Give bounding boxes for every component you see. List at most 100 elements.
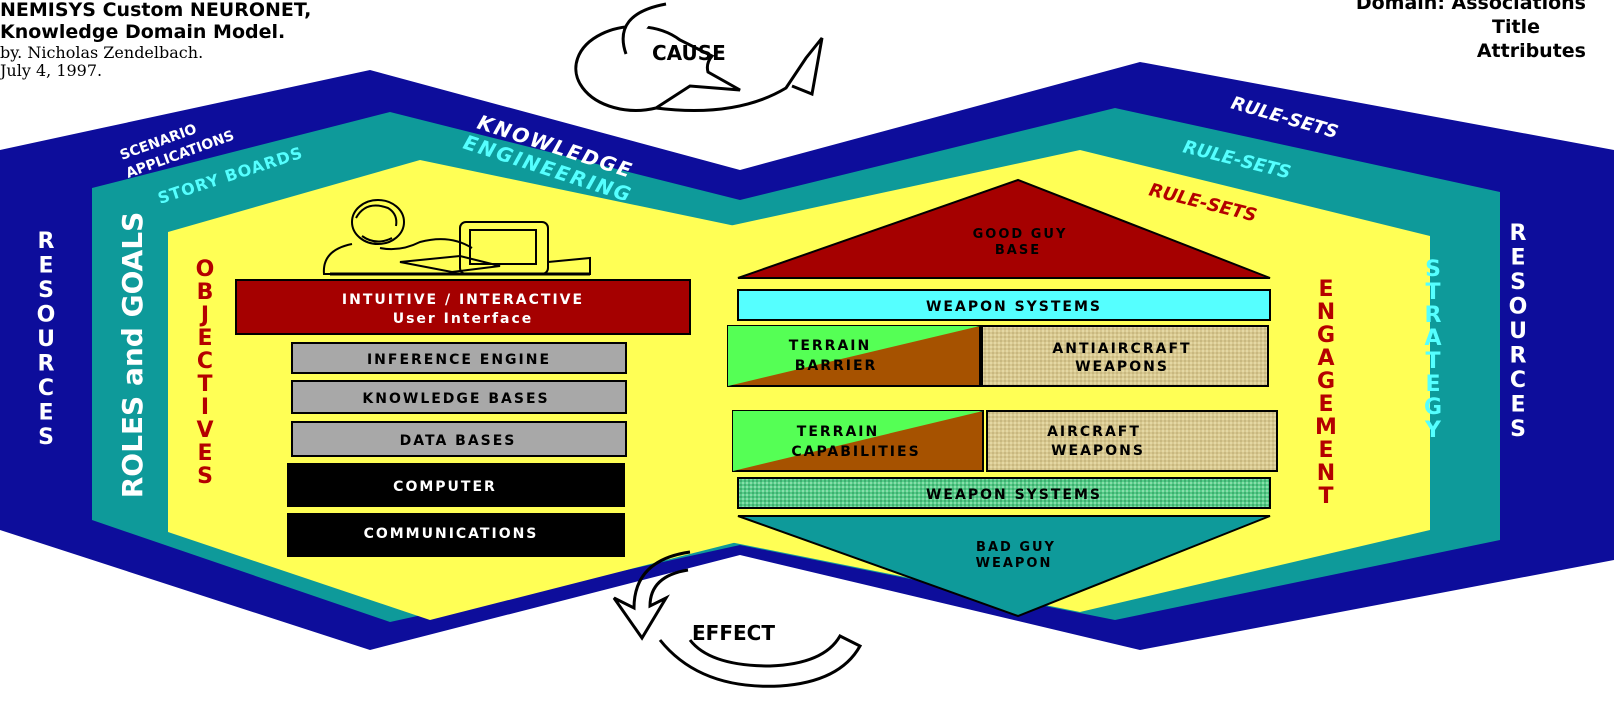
title-block: NEMISYS Custom NEURONET, Knowledge Domai… <box>0 0 311 80</box>
terrain-barrier-line1: TERRAIN <box>789 338 871 354</box>
objectives-letter: E <box>197 326 212 351</box>
corner-line-2: Title <box>1492 15 1540 38</box>
inference-engine-label: INFERENCE ENGINE <box>367 352 551 368</box>
corner-legend: Domain: Associations Title Attributes <box>1356 0 1586 63</box>
roles-goals-label: ROLES and GOALS <box>116 212 149 499</box>
corner-line-1: Domain: Associations <box>1355 0 1586 14</box>
effect-arrow-icon <box>612 550 863 688</box>
corner-line-3: Attributes <box>1476 39 1586 62</box>
engagement-letter: T <box>1318 484 1333 509</box>
engagement-letter: N <box>1317 461 1335 486</box>
ui-box-line2: User Interface <box>393 311 534 327</box>
right-resources-letter: O <box>1509 295 1528 320</box>
left-resources-letter: E <box>38 401 53 426</box>
diagram-title: NEMISYS Custom NEURONET, <box>0 0 312 21</box>
objectives-letter: O <box>196 257 215 282</box>
weapon-systems-top-label: WEAPON SYSTEMS <box>926 299 1102 315</box>
weapon-systems-bottom-bar <box>737 477 1271 509</box>
objectives-letter: C <box>197 349 213 374</box>
objectives-letter: J <box>199 303 209 328</box>
left-resources-letter: E <box>38 254 53 279</box>
date-line: July 4, 1997. <box>0 61 103 81</box>
computer-label: COMPUTER <box>393 479 497 495</box>
strategy-letter: R <box>1425 303 1442 328</box>
terrain-barrier-green <box>728 326 980 386</box>
strategy-letter: T <box>1425 280 1440 305</box>
ui-box-line1: INTUITIVE / INTERACTIVE <box>342 292 584 308</box>
terrain-barrier-line2: BARRIER <box>795 358 878 374</box>
left-resources-letter: S <box>38 425 54 450</box>
bad-guy-weapon-triangle <box>737 515 1271 618</box>
objectives-letter: E <box>197 441 212 466</box>
aircraft-line1: AIRCRAFT <box>1047 424 1141 440</box>
knowledge-bases-label: KNOWLEDGE BASES <box>362 391 549 407</box>
antiaircraft-line1: ANTIAIRCRAFT <box>1052 341 1191 357</box>
strategy-letter: A <box>1424 326 1441 351</box>
left-resources-letter: C <box>38 376 54 401</box>
left-resources-letter: O <box>37 303 56 328</box>
left-resources-letter: R <box>38 352 55 377</box>
strategy-letter: T <box>1425 349 1440 374</box>
strategy-letter: G <box>1424 395 1442 420</box>
left-resources-letter: S <box>38 278 54 303</box>
cause-arrow-icon <box>574 2 824 112</box>
right-resources-letter: C <box>1510 368 1526 393</box>
terrain-capabilities-line2: CAPABILITIES <box>791 444 920 460</box>
terrain-capabilities-green <box>733 411 983 471</box>
aircraft-line2: WEAPONS <box>1051 443 1145 459</box>
computer-box <box>287 463 625 507</box>
antiaircraft-box <box>981 325 1269 387</box>
ui-box <box>235 279 691 335</box>
strategy-letter: E <box>1425 372 1440 397</box>
left-resources-letter: U <box>37 327 55 352</box>
engagement-letter: G <box>1317 323 1335 348</box>
right-resources-letter: E <box>1510 393 1525 418</box>
data-bases-box <box>291 421 627 457</box>
engagement-letter: M <box>1315 415 1337 440</box>
weapon-systems-top-bar <box>737 289 1271 321</box>
engagement-letter: E <box>1318 277 1333 302</box>
bad-guy-line2: WEAPON <box>976 556 1053 571</box>
engagement-letter: E <box>1318 392 1333 417</box>
antiaircraft-line2: WEAPONS <box>1075 359 1169 375</box>
right-resources-letter: R <box>1510 344 1527 369</box>
engagement-letter: A <box>1317 346 1334 371</box>
strategy-letter: S <box>1425 257 1441 282</box>
engagement-letter: N <box>1317 300 1335 325</box>
strategy-letter: Y <box>1424 418 1442 443</box>
terrain-capabilities-line1: TERRAIN <box>797 424 879 440</box>
communications-label: COMMUNICATIONS <box>364 526 539 542</box>
right-resources-letter: U <box>1509 319 1527 344</box>
engagement-letter: G <box>1317 369 1335 394</box>
left-resources-letter: R <box>38 229 55 254</box>
right-resources-letter: S <box>1510 417 1526 442</box>
operator-at-computer-icon <box>322 199 591 276</box>
engagement-letter: E <box>1318 438 1333 463</box>
communications-box <box>287 513 625 557</box>
inference-engine-box <box>291 342 627 374</box>
weapon-systems-bottom-label: WEAPON SYSTEMS <box>926 487 1102 503</box>
bad-guy-line1: BAD GUY <box>976 540 1056 555</box>
author-line: by. Nicholas Zendelbach. <box>0 42 204 62</box>
objectives-letter: T <box>197 372 212 397</box>
good-guy-base-triangle <box>737 178 1271 279</box>
data-bases-label: DATA BASES <box>400 433 517 449</box>
effect-label: EFFECT <box>692 621 775 645</box>
objectives-letter: I <box>201 395 209 420</box>
good-guy-line1: GOOD GUY <box>973 227 1068 242</box>
right-resources-letter: R <box>1510 221 1527 246</box>
diagram-subtitle: Knowledge Domain Model. <box>0 20 286 43</box>
right-resources-letter: S <box>1510 270 1526 295</box>
objectives-letter: S <box>197 464 213 489</box>
objectives-letter: B <box>197 280 214 305</box>
knowledge-bases-box <box>291 380 627 414</box>
objectives-letter: V <box>196 418 213 443</box>
aircraft-weapons-box <box>986 410 1278 472</box>
cause-label: CAUSE <box>652 41 726 65</box>
